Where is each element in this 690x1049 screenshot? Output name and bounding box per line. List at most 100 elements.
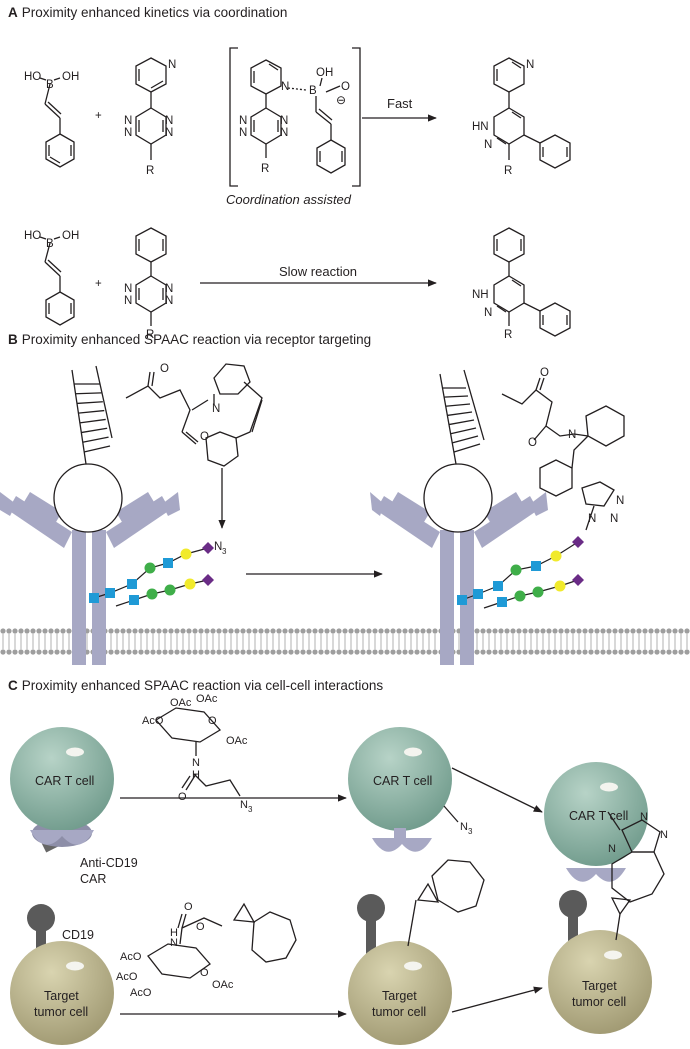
mannose-circle	[514, 590, 526, 602]
lipid-head	[480, 649, 486, 655]
styrylboronic-acid-1	[39, 77, 75, 168]
sugar-aco-1: AcO	[142, 715, 164, 727]
lipid-head	[108, 628, 114, 634]
lipid-head	[264, 628, 270, 634]
lipid-head	[126, 649, 132, 655]
sugar-o-ring: O	[208, 715, 217, 727]
azide-n-c: N	[240, 799, 248, 811]
lipid-head	[414, 649, 420, 655]
intermediate-oh: OH	[316, 67, 333, 79]
lipid-head	[324, 628, 330, 634]
glcnac-square	[473, 589, 483, 599]
intermediate-tetrazine-n-1: N	[239, 115, 247, 127]
lipid-head	[288, 628, 294, 634]
sugar2-oac: OAc	[212, 979, 234, 991]
lipid-head	[312, 649, 318, 655]
lipid-head	[636, 649, 642, 655]
lipid-head	[168, 628, 174, 634]
pyridine-n-1: N	[168, 59, 176, 71]
lipid-head	[0, 649, 6, 655]
lipid-head	[516, 628, 522, 634]
car-t-label-1: CAR T cell	[35, 774, 94, 788]
glcnac-square	[497, 597, 507, 607]
lipid-head	[252, 649, 258, 655]
lipid-head	[198, 628, 204, 634]
intermediate-boron: B	[309, 85, 317, 97]
lipid-head	[108, 649, 114, 655]
lipid-head	[672, 649, 678, 655]
clicked-dbco-linker	[501, 377, 625, 531]
lipid-head	[150, 628, 156, 634]
lipid-head	[348, 628, 354, 634]
carbamate-n: N	[170, 937, 178, 949]
lipid-head	[114, 649, 120, 655]
car-t-label-3: CAR T cell	[569, 809, 628, 823]
lipid-head	[588, 628, 594, 634]
sialic-acid-diamond	[202, 542, 214, 554]
lipid-head	[228, 649, 234, 655]
lipid-head	[414, 628, 420, 634]
lipid-head	[162, 649, 168, 655]
dihydropyridazine-product-2	[493, 227, 571, 337]
stem-rung	[448, 419, 475, 426]
slow-label: Slow reaction	[279, 264, 357, 279]
panel-c-labels: CAR T cell CAR T cell CAR T cell Anti-CD…	[34, 774, 628, 1019]
sugar-h-1: H	[192, 769, 200, 781]
triazole-n2-c: N	[640, 811, 648, 823]
lipid-head	[24, 628, 30, 634]
lipid-head	[420, 649, 426, 655]
lipid-head	[498, 649, 504, 655]
lipid-head	[138, 649, 144, 655]
lipid-head	[114, 628, 120, 634]
product-2-r-group: R	[504, 329, 512, 341]
galactose-circle	[184, 578, 196, 590]
target-label-2a: Target	[382, 989, 417, 1003]
lipid-head	[144, 649, 150, 655]
car-label: CAR	[80, 872, 106, 886]
lipid-head	[42, 628, 48, 634]
lipid-head	[378, 649, 384, 655]
lipid-head	[120, 628, 126, 634]
sialic-acid-diamond	[572, 574, 584, 586]
amide-o-right: O	[528, 437, 537, 449]
r-group-1: R	[146, 165, 154, 177]
lipid-head	[402, 628, 408, 634]
sugar-oac-3: OAc	[226, 735, 248, 747]
lipid-head	[570, 628, 576, 634]
lipid-head	[624, 628, 630, 634]
lipid-head	[282, 628, 288, 634]
lipid-head	[678, 649, 684, 655]
sugar2-aco-2: AcO	[116, 971, 138, 983]
sugar-n-1: N	[192, 757, 200, 769]
lipid-head	[30, 628, 36, 634]
lipid-head	[180, 628, 186, 634]
lipid-head	[612, 649, 618, 655]
lipid-head	[210, 628, 216, 634]
lipid-head	[624, 649, 630, 655]
stem-rung	[82, 436, 109, 443]
lipid-head	[516, 649, 522, 655]
product-1-pyridine-n: N	[526, 59, 534, 71]
lipid-head	[30, 649, 36, 655]
stem-rung	[450, 427, 477, 435]
lipid-head	[0, 628, 6, 634]
tetrazine-n-3: N	[165, 115, 173, 127]
carbamate-h: H	[170, 927, 178, 939]
triazole-n3-c: N	[660, 829, 668, 841]
intermediate-o: O	[341, 81, 350, 93]
lipid-head	[654, 628, 660, 634]
sialic-acid-diamond	[572, 536, 584, 548]
oh-label-2: OH	[62, 230, 79, 242]
panel-a-chemistry	[39, 47, 571, 337]
lipid-head	[306, 649, 312, 655]
lipid-head	[546, 649, 552, 655]
lipid-head	[156, 628, 162, 634]
lipid-head	[594, 628, 600, 634]
lipid-head	[594, 649, 600, 655]
mannose-circle	[164, 584, 176, 596]
lipid-head	[492, 628, 498, 634]
lipid-head	[288, 649, 294, 655]
glcnac-square	[457, 595, 467, 605]
dbco-linker	[125, 363, 263, 467]
azide-n-cell: N	[460, 821, 468, 833]
